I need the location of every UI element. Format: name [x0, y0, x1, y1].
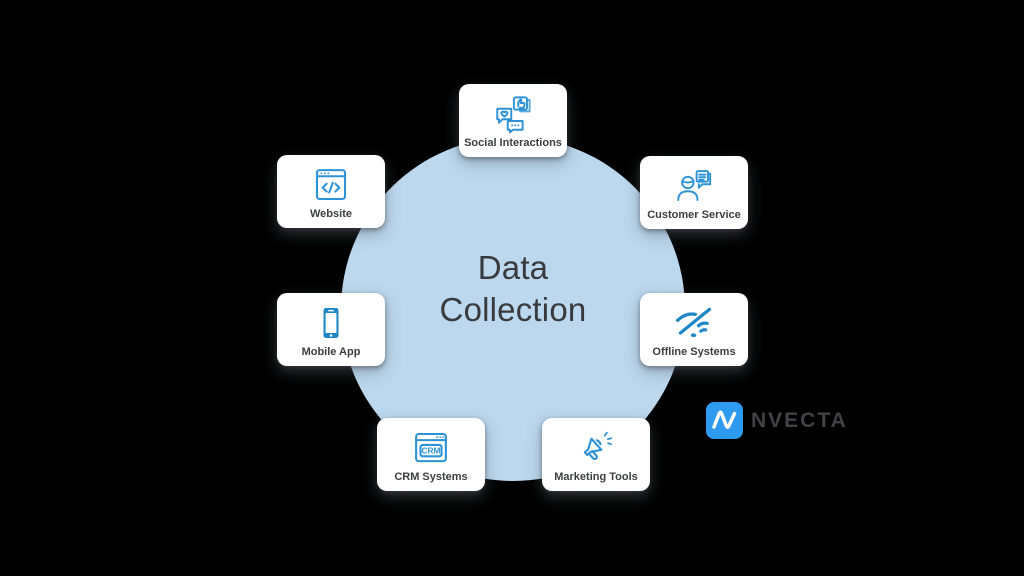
node-marketing-tools: Marketing Tools	[542, 418, 650, 491]
node-mobile-app: Mobile App	[277, 293, 385, 366]
node-label: Offline Systems	[652, 346, 736, 358]
megaphone-icon	[575, 418, 617, 471]
node-social-interactions: Social Interactions	[459, 84, 567, 157]
crm-window-icon: CRM	[410, 418, 452, 471]
wifi-off-icon	[671, 293, 717, 346]
node-label: Mobile App	[301, 346, 361, 358]
code-browser-icon	[310, 155, 352, 208]
node-label: Website	[310, 208, 352, 220]
diagram-title: Data Collection	[439, 249, 587, 328]
node-offline-systems: Offline Systems	[640, 293, 748, 366]
node-website: Website	[277, 155, 385, 228]
node-crm-systems: CRM CRM Systems	[377, 418, 485, 491]
node-label: Marketing Tools	[554, 471, 638, 483]
node-label: CRM Systems	[394, 471, 468, 483]
nvecta-logo-text: NVECTA	[751, 408, 848, 432]
social-chat-icon	[492, 84, 534, 137]
crm-icon-text: CRM	[422, 445, 441, 455]
node-label: Customer Service	[647, 209, 741, 221]
nvecta-logo-mark-icon	[706, 402, 743, 439]
smartphone-icon	[311, 293, 351, 346]
customer-service-icon	[673, 156, 715, 209]
nvecta-logo: NVECTA	[706, 402, 848, 439]
node-label: Social Interactions	[464, 137, 562, 149]
node-customer-service: Customer Service	[640, 156, 748, 229]
